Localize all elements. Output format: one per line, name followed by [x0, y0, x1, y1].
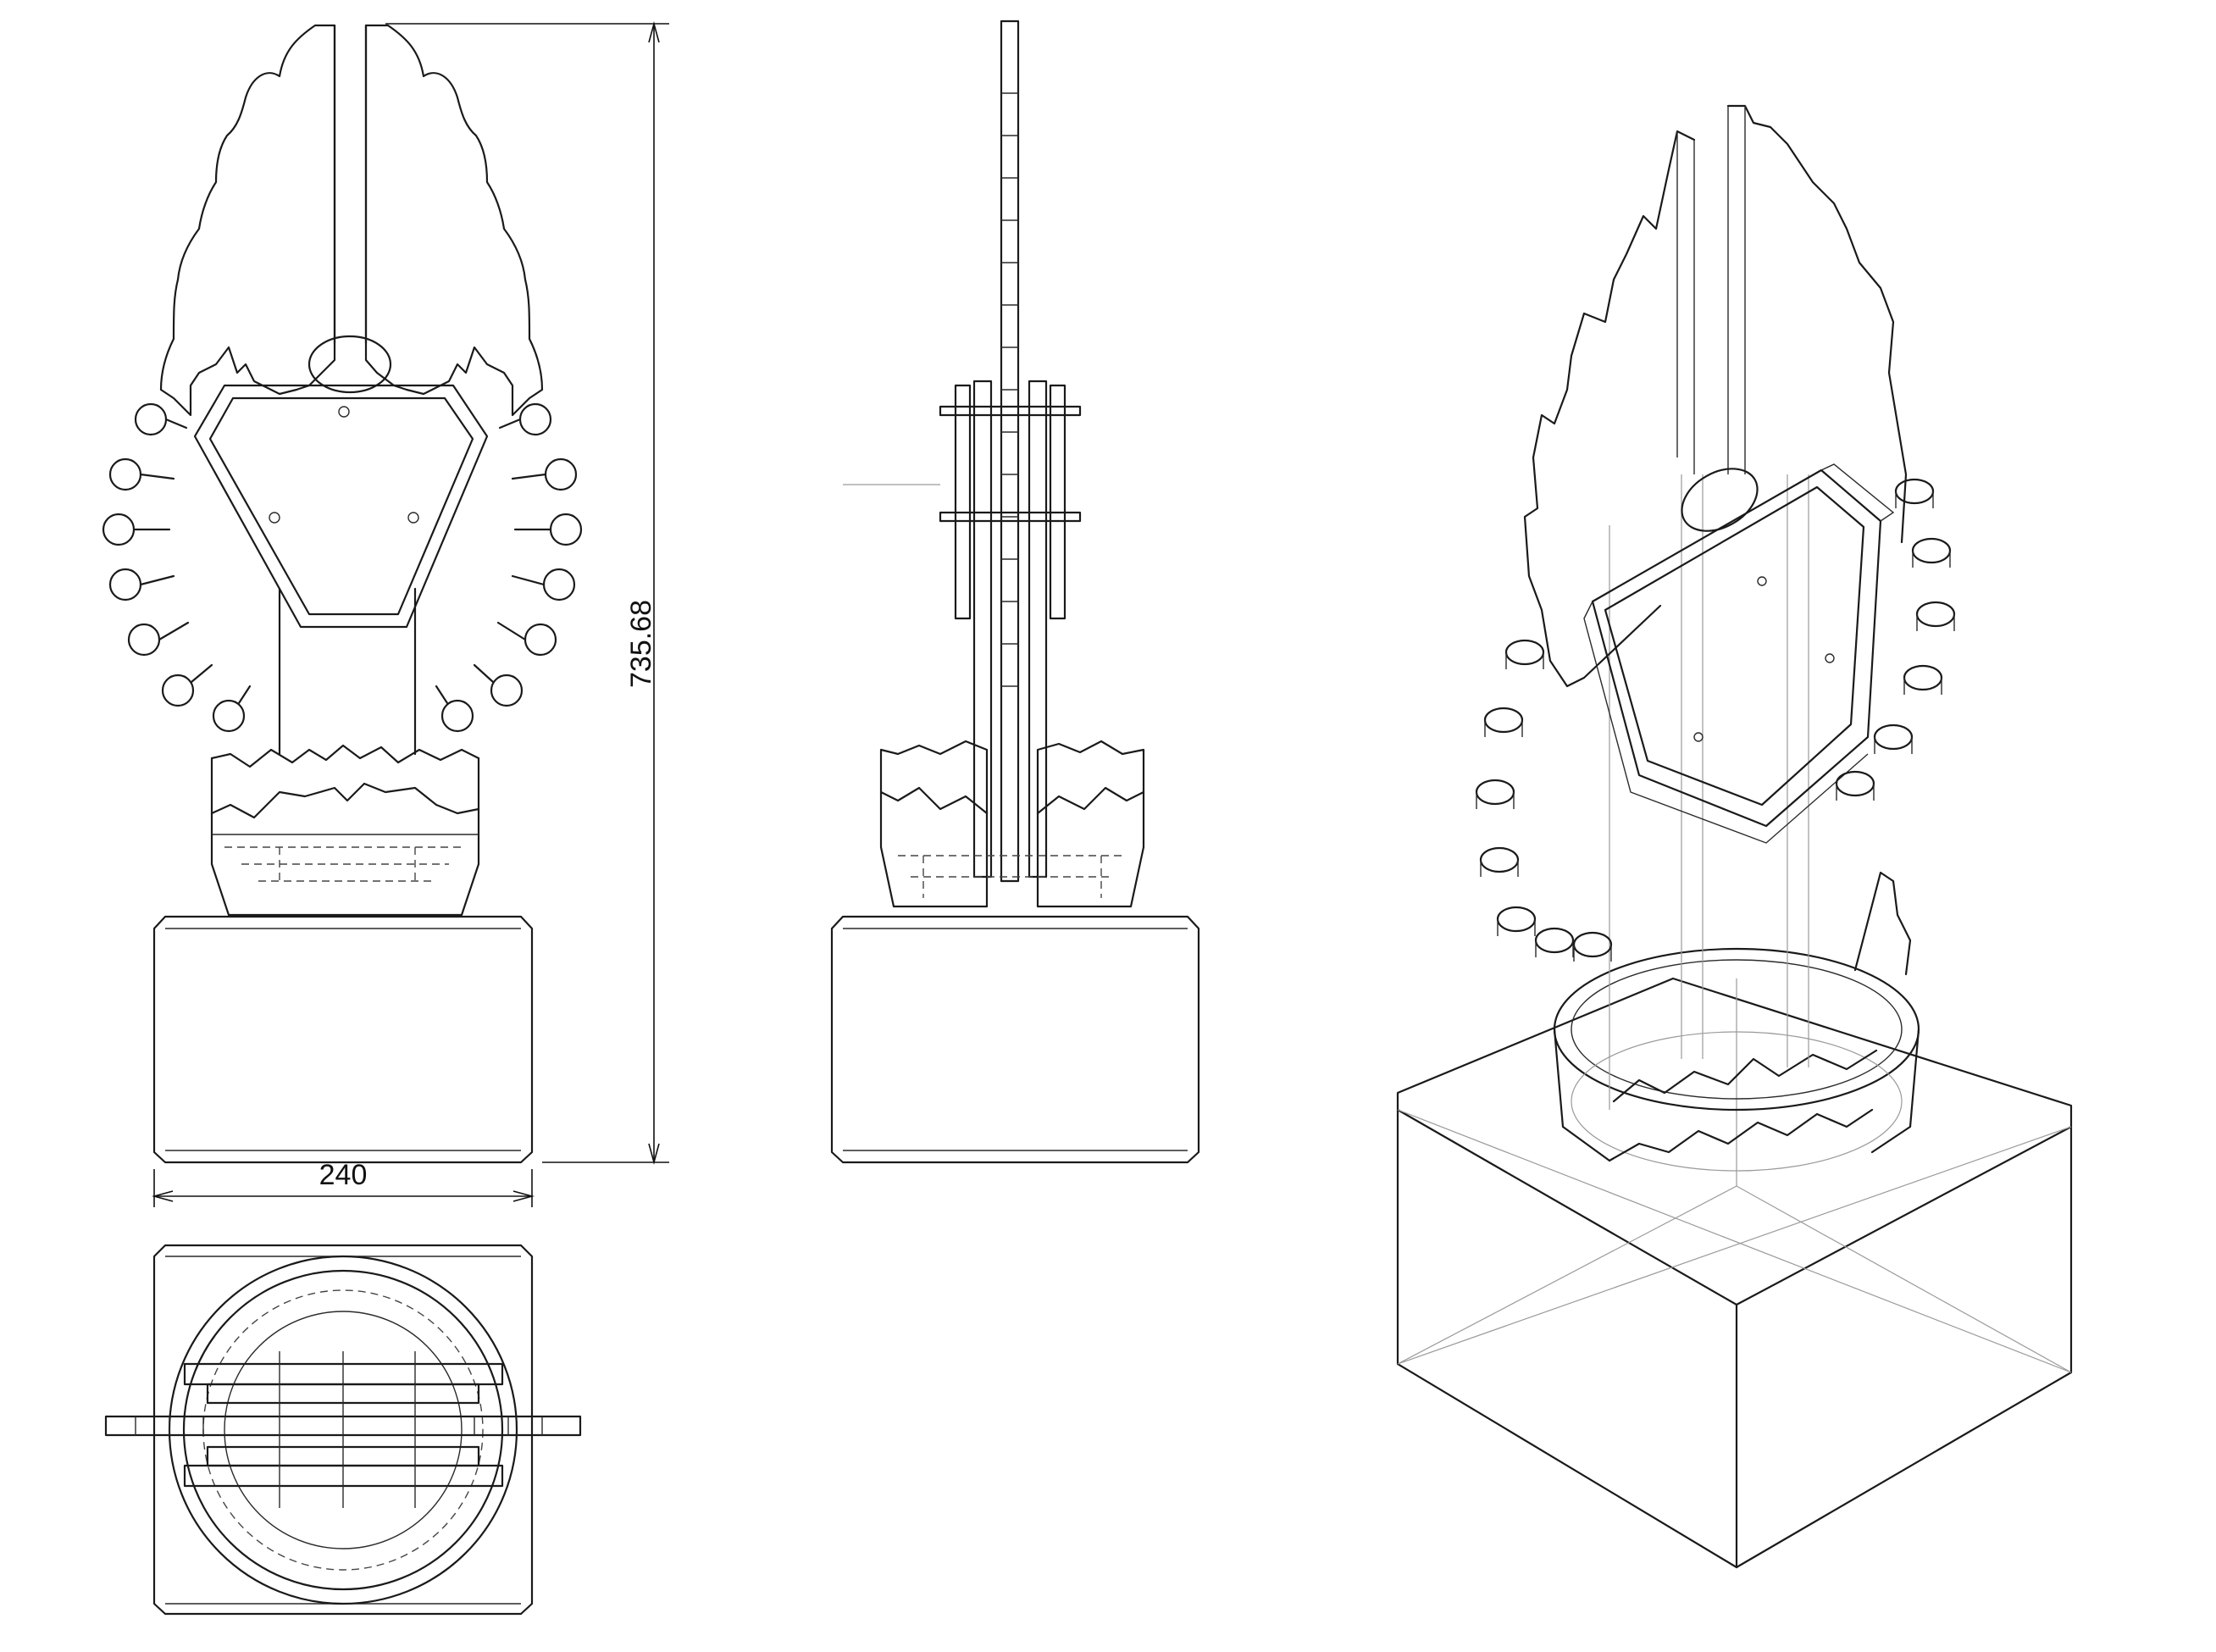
top-verticals — [279, 1351, 416, 1508]
front-stem — [333, 24, 368, 345]
side-cup-right-jag — [1036, 786, 1145, 815]
front-beads-right — [435, 402, 583, 733]
side-cup-left-jag — [879, 786, 989, 815]
side-crossbars — [939, 405, 1082, 523]
dimension-width-label: 240 — [319, 1159, 368, 1191]
top-base — [152, 1244, 534, 1616]
iso-base-top — [1396, 977, 2073, 1306]
side-wing-strip — [1000, 19, 1020, 883]
iso-base-hidden — [1397, 978, 2072, 1373]
top-cup-mid — [182, 1269, 504, 1591]
side-base-inner — [843, 928, 1188, 1151]
front-wing-outline — [159, 24, 336, 417]
dimension-width: 240 — [151, 1159, 535, 1207]
iso-shield-hole — [1825, 653, 1835, 663]
iso-shield-hole — [1693, 732, 1704, 742]
front-shield-inner — [208, 396, 474, 616]
iso-wing-left — [1523, 130, 1696, 688]
front-view — [102, 24, 583, 1164]
front-shield-hole — [269, 512, 280, 524]
iso-shield-thickness — [1583, 463, 1895, 844]
iso-wing-left-edge — [1676, 131, 1695, 474]
iso-base-front-right — [1735, 1125, 2073, 1569]
front-handle — [278, 587, 417, 756]
front-base-inner — [165, 928, 521, 1151]
top-cup-inner — [224, 1311, 463, 1549]
iso-stem-knob — [1681, 468, 1759, 532]
iso-cup-jag — [1612, 1049, 1878, 1103]
iso-cup-jag-lower — [1608, 1108, 1874, 1162]
iso-shield-inner — [1604, 485, 1865, 807]
iso-shield-outer — [1591, 468, 1882, 828]
iso-wing-right — [1726, 104, 1908, 544]
side-cup-hidden — [898, 855, 1127, 898]
iso-beads-left — [1475, 639, 1613, 962]
front-base — [152, 915, 534, 1164]
iso-beads-right — [1835, 478, 1956, 801]
dimension-height: 735.68 — [385, 20, 669, 1166]
front-cup-hidden — [224, 846, 466, 882]
dimension-height-label: 735.68 — [625, 600, 657, 688]
front-cup-jagged-top — [210, 744, 480, 768]
side-base — [830, 915, 1200, 1164]
iso-stem-ghost — [1609, 474, 1809, 1110]
iso-shield-hole — [1757, 576, 1767, 586]
iso-cup-sides — [1553, 1028, 1920, 1162]
iso-base-front-left — [1396, 1108, 1738, 1569]
side-view — [830, 19, 1200, 1164]
iso-cup-front-piece — [1853, 871, 1912, 976]
front-cup-body — [210, 757, 480, 917]
front-wing-outline-right — [364, 24, 544, 417]
front-cup-jagged-mid — [210, 782, 480, 819]
front-beads-left — [102, 402, 252, 733]
iso-wing-right-edge — [1727, 106, 1746, 474]
iso-cup-bottom — [1571, 1031, 1903, 1172]
iso-cup-top-inner — [1571, 959, 1903, 1100]
top-strip-ticks — [135, 1416, 543, 1435]
side-wing-ticks — [1001, 92, 1018, 687]
isometric-view — [1396, 104, 2073, 1569]
front-shield-outer — [193, 384, 489, 629]
front-shield-hole — [407, 512, 419, 524]
side-cup-left — [879, 740, 989, 908]
top-view — [104, 1244, 582, 1616]
front-shield-hole — [338, 406, 350, 418]
front-stem-knob — [307, 335, 392, 394]
side-cup-right — [1036, 740, 1145, 908]
